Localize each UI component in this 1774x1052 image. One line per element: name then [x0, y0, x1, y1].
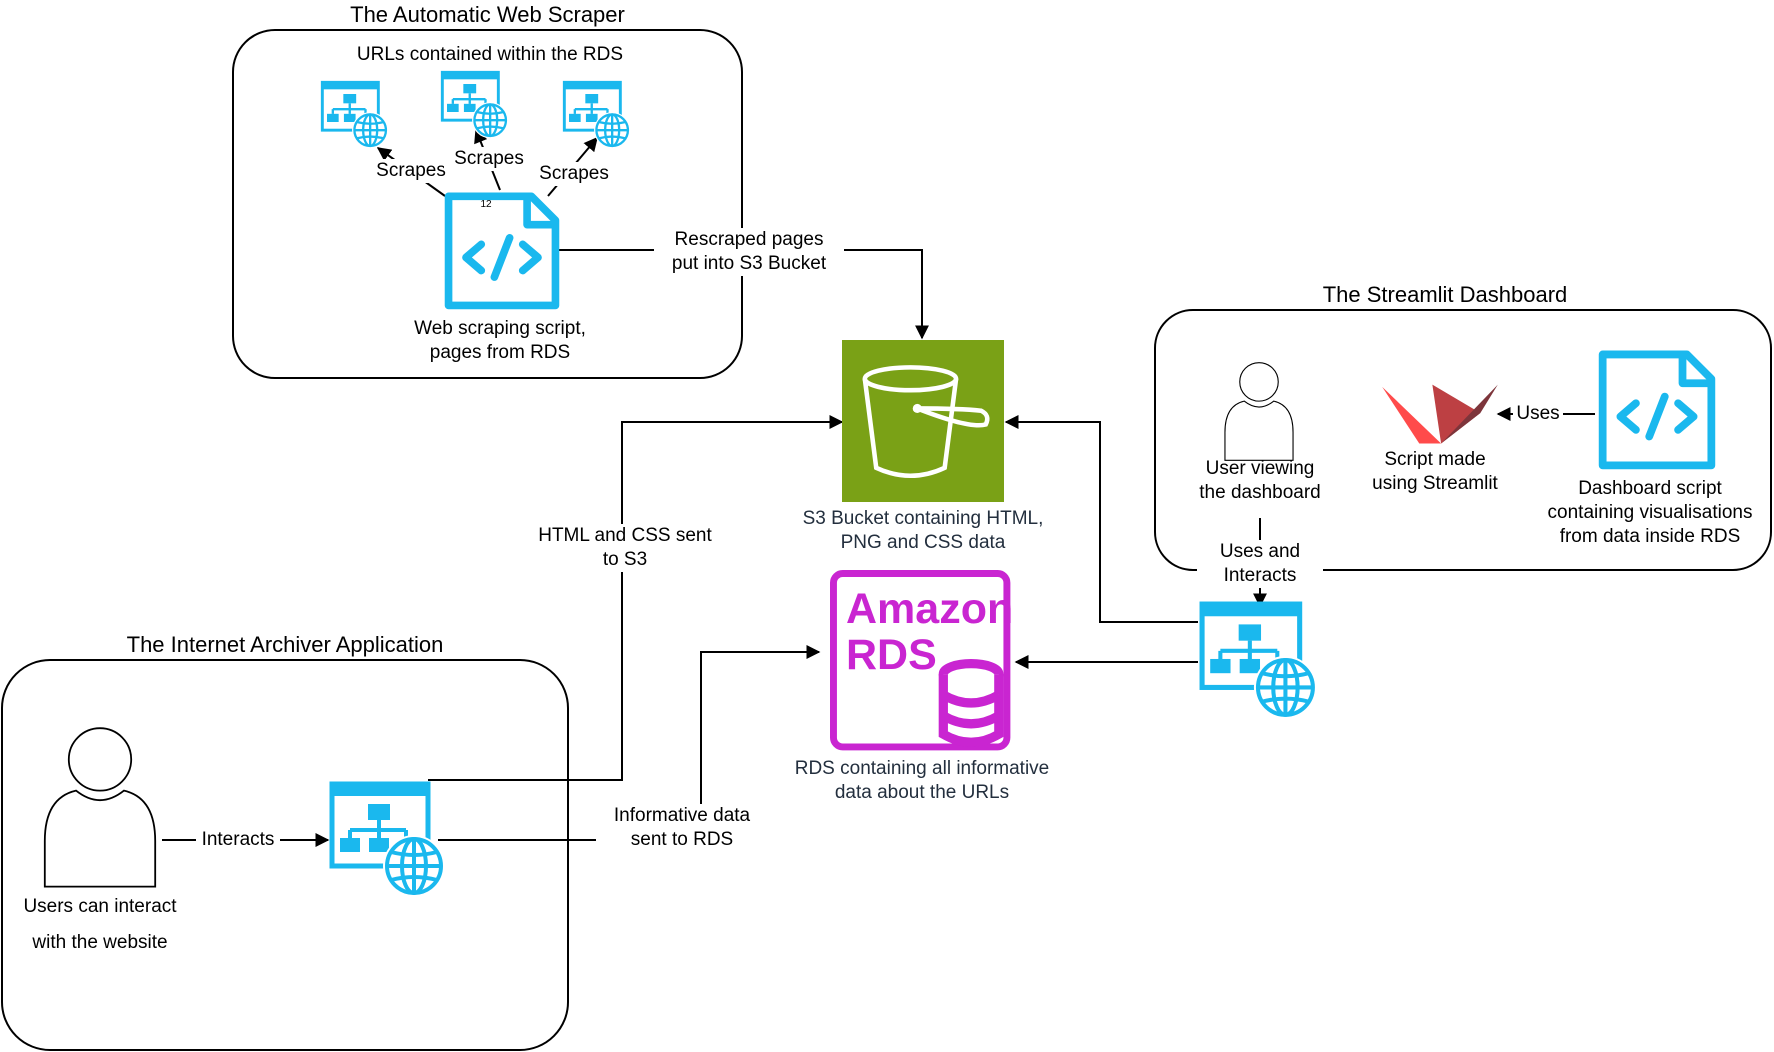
dashboard-script-label: Dashboard script containing visualisatio…	[1547, 478, 1753, 547]
scraping-script-label: Web scraping script, pages from RDS	[414, 318, 586, 363]
s3-label: S3 Bucket containing HTML, PNG and CSS d…	[802, 508, 1044, 553]
edge-label-scrapes-3: Scrapes	[529, 162, 619, 186]
website-globe-icon	[332, 784, 445, 897]
edge-label-interacts: Interacts	[196, 828, 280, 852]
rds-logo-text: Amazon RDS	[846, 585, 1014, 679]
edge-label-uses: Uses	[1513, 402, 1563, 426]
archiver-group-title: The Internet Archiver Application	[126, 632, 444, 657]
archiver-group	[1, 659, 569, 1051]
rds-label: RDS containing all informative data abou…	[794, 758, 1050, 803]
website-globe-icon	[440, 70, 510, 140]
dashboard-group	[1154, 309, 1772, 571]
dashboard-user-label: User viewing the dashboard	[1199, 458, 1321, 503]
edge-html-css	[428, 415, 844, 781]
code-file-icon	[1603, 354, 1712, 465]
dashboard-group-title: The Streamlit Dashboard	[1322, 282, 1568, 307]
scraper-group-title: The Automatic Web Scraper	[350, 2, 625, 27]
scraper-group	[232, 29, 743, 379]
user-silhouette-icon	[43, 727, 157, 888]
edge-label-uses-and-interacts: Uses and Interacts	[1197, 540, 1323, 588]
scrape-count-badge: 12	[480, 199, 492, 210]
urls-caption: URLs contained within the RDS	[356, 44, 624, 65]
edge-informative	[438, 645, 821, 841]
edge-label-html-css: HTML and CSS sent to S3	[520, 524, 730, 572]
streamlit-logo-icon	[1382, 384, 1498, 444]
code-file-icon	[449, 196, 556, 305]
website-globe-icon	[562, 80, 632, 150]
archiver-user-label: Users can interact with the website	[23, 896, 177, 953]
edge-label-rescraped: Rescraped pages put into S3 Bucket	[654, 228, 844, 276]
website-globe-icon	[320, 80, 390, 150]
edge-label-informative: Informative data sent to RDS	[596, 804, 768, 852]
streamlit-label: Script made using Streamlit	[1372, 449, 1498, 494]
website-globe-icon	[1202, 604, 1317, 719]
edge-label-scrapes-2: Scrapes	[444, 147, 534, 171]
s3-bucket-icon	[842, 340, 1004, 502]
edge-dashboard-to-s3	[1004, 415, 1198, 623]
user-silhouette-icon	[1224, 362, 1294, 461]
edge-label-scrapes-1: Scrapes	[366, 159, 456, 183]
